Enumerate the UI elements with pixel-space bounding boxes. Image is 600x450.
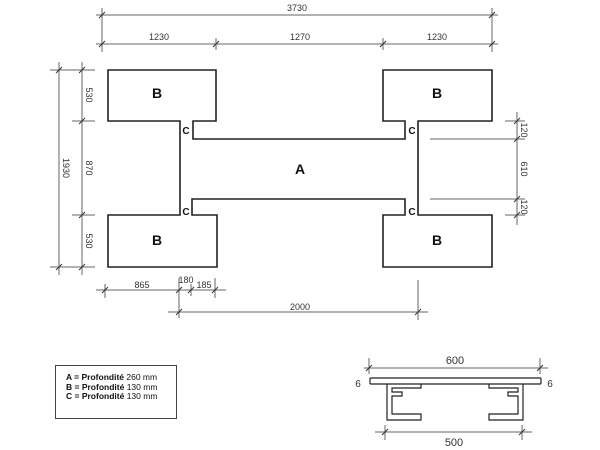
label-a: A bbox=[295, 161, 305, 177]
zone-labels: B B B B A C C C C bbox=[152, 85, 442, 248]
legend-row-a: A = Profondité 260 mm bbox=[66, 372, 158, 382]
label-b: B bbox=[432, 85, 442, 101]
dim-right-bottom: 120 bbox=[519, 199, 529, 214]
dim-865: 865 bbox=[134, 280, 149, 290]
dim-top-height: 530 bbox=[84, 87, 94, 102]
legend-row-b: B = Profondité 130 mm bbox=[66, 381, 158, 392]
label-b: B bbox=[152, 232, 162, 248]
dim-right-middle: 610 bbox=[519, 161, 529, 176]
label-c: C bbox=[182, 207, 189, 218]
dim-total-height: 1930 bbox=[61, 158, 71, 178]
legend-row-c: C = Profondité 130 mm bbox=[66, 391, 158, 401]
dim-left-width: 1230 bbox=[149, 32, 169, 42]
dimension-ticks bbox=[55, 11, 521, 316]
dim-right-top: 120 bbox=[519, 122, 529, 137]
section-top-width: 600 bbox=[446, 355, 464, 367]
dim-180: 180 bbox=[178, 275, 193, 285]
dim-middle-height: 870 bbox=[84, 160, 94, 175]
section-bottom-width: 500 bbox=[445, 437, 463, 449]
dim-2000: 2000 bbox=[290, 302, 310, 312]
table-outline bbox=[107, 69, 493, 268]
section-view: 600 6 6 500 bbox=[355, 355, 553, 449]
depth-legend: A = Profondité 260 mm B = Profondité 130… bbox=[55, 365, 177, 419]
section-left-overhang: 6 bbox=[355, 379, 361, 390]
label-c: C bbox=[408, 126, 415, 137]
section-right-overhang: 6 bbox=[547, 379, 553, 390]
dim-total-width: 3730 bbox=[287, 3, 307, 13]
label-b: B bbox=[152, 85, 162, 101]
dim-middle-width: 1270 bbox=[290, 32, 310, 42]
dimension-lines bbox=[50, 8, 525, 320]
dim-bottom-height: 530 bbox=[84, 233, 94, 248]
label-c: C bbox=[408, 207, 415, 218]
label-c: C bbox=[182, 126, 189, 137]
dim-right-width: 1230 bbox=[427, 32, 447, 42]
dimension-texts: 3730 1230 1270 1230 1930 530 870 530 120… bbox=[61, 3, 529, 312]
dim-185: 185 bbox=[196, 280, 211, 290]
label-b: B bbox=[432, 232, 442, 248]
